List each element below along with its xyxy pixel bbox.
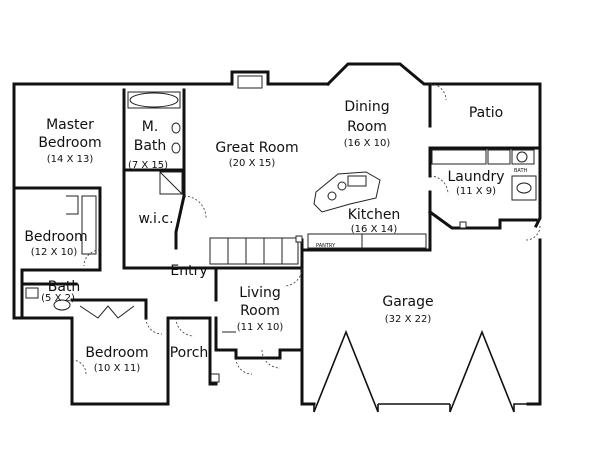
door-swings (71, 83, 541, 375)
door-swing-garage (525, 225, 541, 241)
stool-icon (337, 181, 347, 191)
fixtures (25, 75, 537, 333)
door-swing-patio (429, 83, 447, 101)
wall-dining-bay (325, 62, 432, 87)
wall-garage-right (526, 238, 542, 406)
bathtub-frame (127, 91, 181, 109)
closet-icon (66, 195, 79, 215)
room-labels: Master Bedroom (14 X 13) M. Bath (7 X 15… (24, 99, 527, 374)
bath-2-size: (5 X 2) (41, 293, 75, 304)
sink-icon (171, 142, 181, 154)
door-swing-living-2 (261, 349, 281, 369)
closet-bedroom2 (81, 195, 97, 255)
door-swing-bedroom2 (83, 249, 101, 267)
bedroom-2-size: (12 X 10) (31, 247, 78, 258)
door-swing-garage-entry (283, 267, 303, 287)
laundry-bath-label: BATH (514, 168, 528, 174)
garage-door-left (313, 329, 379, 413)
dining-room-name-2: Room (347, 119, 387, 135)
kitchen-size: (16 X 14) (351, 224, 398, 235)
washer-icon (487, 149, 511, 165)
great-room-name: Great Room (215, 140, 298, 156)
living-room-name-2: Room (240, 303, 280, 319)
door-swing-porch (71, 359, 87, 375)
cooktop-icon (347, 175, 367, 187)
porch-post-icon (210, 373, 220, 383)
utility-sink-icon (511, 175, 537, 201)
living-room-size: (11 X 10) (237, 322, 284, 333)
kitchen-counter-east (361, 233, 427, 249)
wall-bedroom2 (20, 186, 102, 272)
master-bedroom-name-2: Bedroom (38, 135, 101, 151)
wic-name: w.i.c. (138, 211, 173, 227)
garage-door-right (449, 329, 528, 413)
post-icon (459, 221, 467, 229)
entry-name: Entry (170, 263, 207, 279)
bedroom-3-size: (10 X 11) (94, 363, 141, 374)
bedroom-2-name: Bedroom (24, 229, 87, 245)
exterior-walls (12, 62, 542, 413)
wall-garage-left (300, 266, 316, 406)
shower-drain-line (159, 171, 183, 195)
bedroom-3-name: Bedroom (85, 345, 148, 361)
post-icon (295, 235, 303, 243)
laundry-name: Laundry (447, 169, 504, 185)
drum-icon (516, 151, 528, 163)
master-bath-name-2: Bath (134, 138, 167, 154)
wall-fireplace (230, 70, 330, 86)
garage-name: Garage (382, 294, 433, 310)
sink-icon (53, 299, 71, 311)
patio-name: Patio (469, 105, 503, 121)
garage-size: (32 X 22) (385, 314, 432, 325)
dryer-icon (511, 149, 535, 165)
shower-icon (159, 171, 183, 195)
dining-room-size: (16 X 10) (344, 138, 391, 149)
dining-room-name-1: Dining (344, 99, 389, 115)
kitchen-name: Kitchen (348, 207, 401, 223)
sink-icon (516, 182, 532, 194)
kitchen-island (313, 171, 381, 213)
sink-icon (171, 122, 181, 134)
wall-laundry-right (533, 142, 542, 229)
door-swing-bedroom3 (145, 317, 163, 335)
laundry-counter (431, 149, 487, 165)
bathtub-icon (129, 92, 179, 108)
wall-wic-angle (174, 194, 186, 250)
great-room-size: (20 X 15) (229, 158, 276, 169)
fireplace-icon (237, 75, 263, 89)
porch-name: Porch (170, 345, 209, 361)
closet-doors-bedroom3 (79, 305, 135, 319)
pantry-label: PANTRY (316, 243, 336, 249)
wall-patio (428, 82, 542, 146)
door-swing-great-room (183, 195, 207, 219)
master-bath-size: (7 X 15) (128, 160, 168, 171)
wall-porch (166, 316, 218, 406)
stool-icon (327, 191, 337, 201)
wall-wic (122, 230, 210, 270)
master-bath-name-1: M. (142, 119, 159, 135)
door-swing-entry (175, 317, 195, 337)
door-swing-laundry (429, 175, 449, 195)
door-swing-living (235, 357, 253, 375)
toilet-icon (25, 287, 39, 299)
wall-laundry-south (427, 209, 538, 230)
bath-2-name: Bath (48, 279, 81, 295)
laundry-size: (11 X 9) (456, 186, 496, 197)
stairs (209, 237, 299, 265)
interior-walls (12, 82, 542, 320)
wall-left-wing (12, 82, 234, 406)
master-bedroom-size: (14 X 13) (47, 154, 94, 165)
master-bedroom-name-1: Master (46, 117, 94, 133)
living-room-name-1: Living (239, 285, 281, 301)
posts (210, 221, 467, 383)
